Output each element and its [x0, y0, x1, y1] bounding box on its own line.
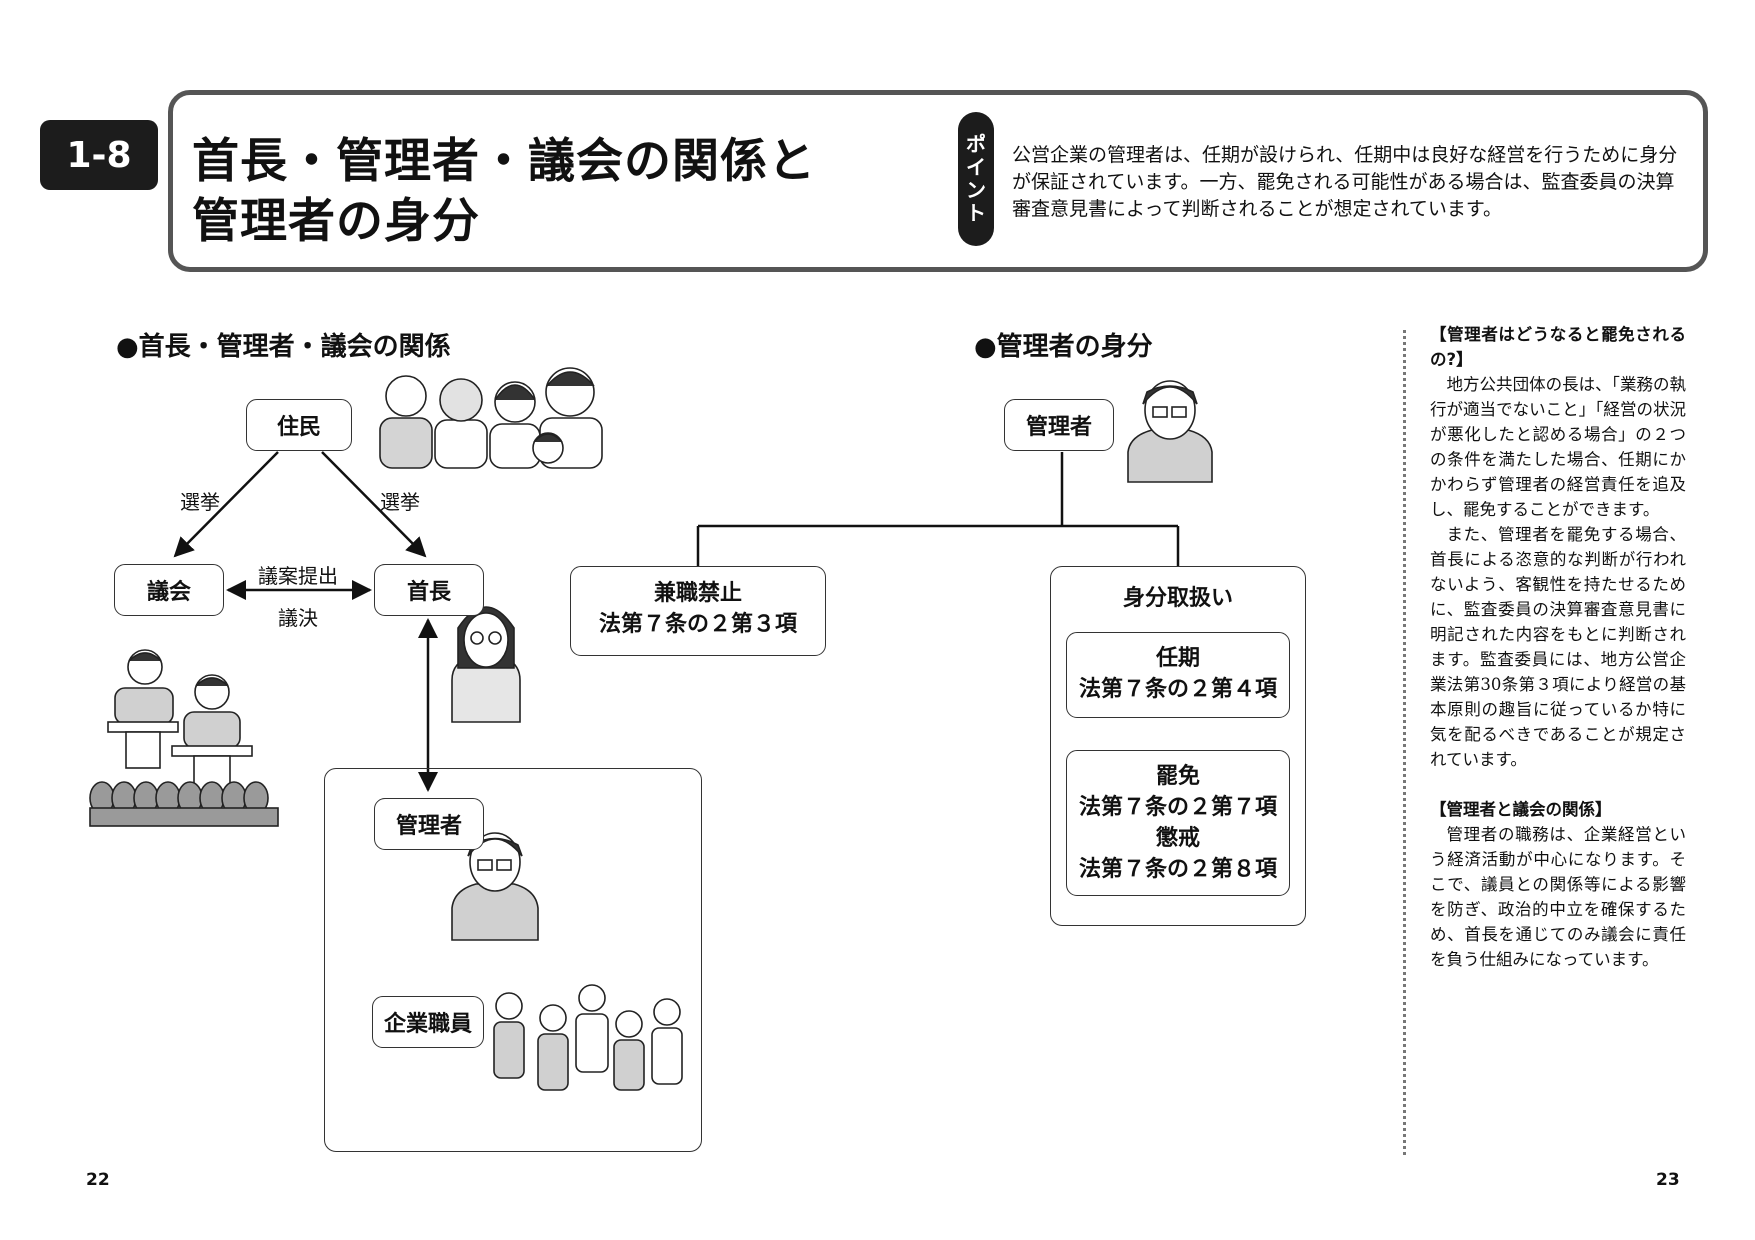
section-number-badge: 1-8: [40, 120, 158, 190]
page-number-left: 22: [86, 1170, 110, 1190]
resolution-label: 議決: [278, 606, 318, 630]
assembly-illustration: [89, 649, 279, 827]
prohibition-article: 法第７条の２第３項: [598, 612, 797, 637]
manager-illustration-right: [1127, 380, 1213, 483]
staff-illustration: [493, 984, 683, 1091]
prohibition-box: 兼職禁止 法第７条の２第３項: [570, 566, 826, 656]
election-arrow-to-mayor: [321, 451, 427, 558]
status-heading: ●管理者の身分: [974, 332, 1153, 362]
page-title-line2: 管理者の身分: [192, 194, 480, 249]
assembly-box: 議会: [114, 564, 224, 616]
sidebar-paragraph-2: また、管理者を罷免する場合、首長による恣意的な判断が行われないよう、客観性を持た…: [1430, 525, 1686, 769]
dismissal-article: 法第７条の２第７項: [1078, 795, 1277, 820]
manager-box-left: 管理者: [374, 798, 484, 850]
point-badge-char: ト: [966, 201, 986, 225]
mayor-illustration: [451, 606, 521, 723]
status-handling-title: 身分取扱い: [1122, 586, 1233, 611]
term-title: 任期: [1155, 646, 1200, 671]
point-badge: ポ イ ン ト: [958, 112, 994, 246]
election-label-left: 選挙: [180, 490, 220, 514]
point-badge-char: イ: [966, 155, 986, 179]
sidebar-heading-dismissal: 【管理者はどうなると罷免されるの?】: [1430, 325, 1686, 369]
discipline-article: 法第７条の２第８項: [1078, 857, 1277, 882]
point-badge-char: ン: [966, 178, 986, 202]
prohibition-title: 兼職禁止: [653, 581, 742, 606]
mayor-box: 首長: [374, 564, 484, 616]
page-number-right: 23: [1656, 1170, 1680, 1190]
relationship-heading: ●首長・管理者・議会の関係: [116, 332, 451, 362]
sidebar-column: 【管理者はどうなると罷免されるの?】 地方公共団体の長は、「業務の執行が適当でな…: [1430, 322, 1686, 972]
staff-box: 企業職員: [372, 996, 484, 1048]
bill-submission-label: 議案提出: [258, 564, 338, 588]
residents-family-illustration: [379, 367, 603, 469]
status-handling-frame: [1050, 566, 1306, 926]
sidebar-paragraph-1: 地方公共団体の長は、「業務の執行が適当でないこと」「経営の状況が悪化したと認める…: [1430, 375, 1686, 519]
sidebar-paragraph-3: 管理者の職務は、企業経営という経済活動が中心になります。そこで、議員との関係等に…: [1430, 825, 1686, 969]
election-label-right: 選挙: [380, 490, 420, 514]
election-arrow-to-assembly: [173, 451, 279, 558]
page-title-line1: 首長・管理者・議会の関係と: [192, 134, 816, 189]
term-article: 法第７条の２第４項: [1078, 677, 1277, 702]
term-box: 任期 法第７条の２第４項: [1066, 632, 1290, 718]
dismissal-discipline-box: 罷免 法第７条の２第７項 懲戒 法第７条の２第８項: [1066, 750, 1290, 896]
residents-box: 住民: [246, 399, 352, 451]
enterprise-group-frame: [324, 768, 702, 1152]
header-frame: [168, 90, 1708, 272]
sidebar-heading-assembly: 【管理者と議会の関係】: [1430, 800, 1612, 819]
manager-box-right: 管理者: [1004, 399, 1114, 451]
dismissal-title: 罷免: [1155, 764, 1200, 789]
point-summary-text: 公営企業の管理者は、任期が設けられ、任期中は良好な経営を行うために身分が保証され…: [1012, 144, 1678, 220]
sidebar-divider: [1403, 330, 1406, 1155]
discipline-title: 懲戒: [1155, 826, 1200, 851]
point-badge-char: ポ: [966, 132, 986, 156]
